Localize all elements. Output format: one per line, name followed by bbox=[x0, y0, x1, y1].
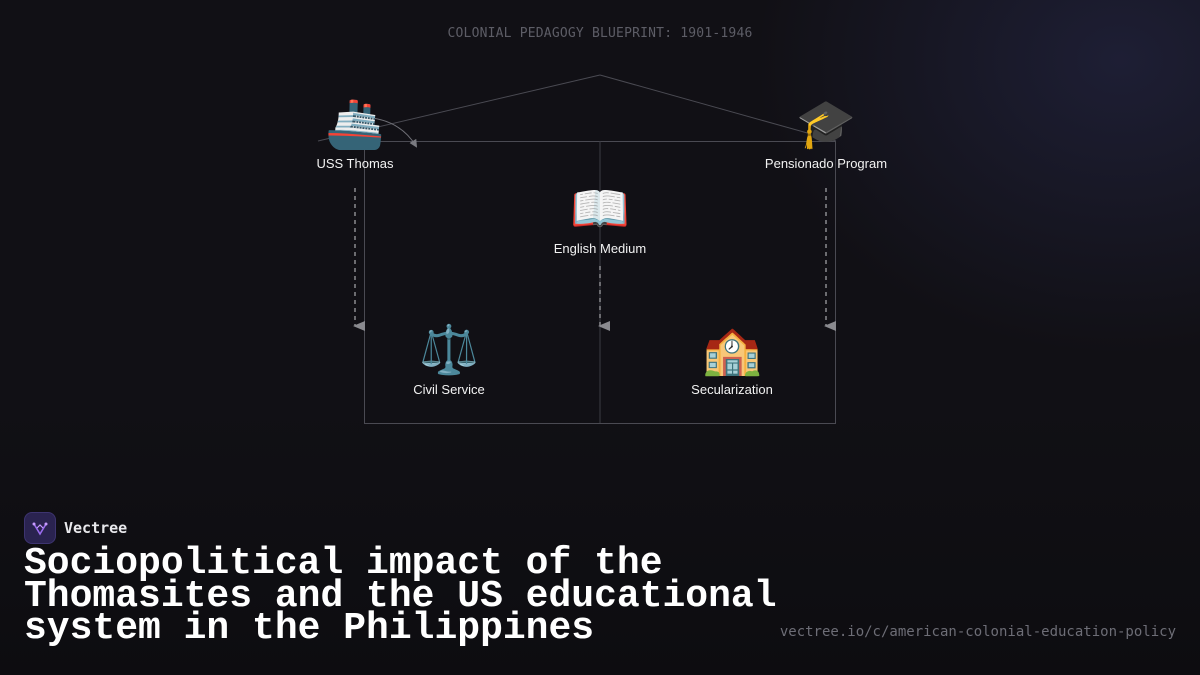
open-book-icon: 📖 bbox=[570, 181, 630, 237]
diagram-title: COLONIAL PEDAGOGY BLUEPRINT: 1901-1946 bbox=[447, 26, 753, 41]
node-label: English Medium bbox=[553, 241, 647, 256]
node-uss-thomas: 🚢 USS Thomas bbox=[265, 96, 445, 171]
node-label: USS Thomas bbox=[316, 156, 394, 171]
node-pensionado-program: 🎓 Pensionado Program bbox=[736, 96, 916, 171]
brand-name: Vectree bbox=[64, 519, 128, 537]
graduation-cap-icon: 🎓 bbox=[796, 96, 856, 152]
vectree-logo-icon bbox=[24, 512, 56, 544]
node-secularization: 🏫 Secularization bbox=[642, 322, 822, 397]
source-url[interactable]: vectree.io/c/american-colonial-education… bbox=[779, 624, 1176, 640]
ship-icon: 🚢 bbox=[325, 96, 385, 152]
scales-icon: ⚖️ bbox=[419, 322, 479, 378]
page-title: Sociopolitical impact of the Thomasites … bbox=[24, 542, 777, 650]
roof-right-line bbox=[599, 74, 837, 142]
node-civil-service: ⚖️ Civil Service bbox=[359, 322, 539, 397]
ship-curve-arrow bbox=[344, 116, 418, 148]
roof-left-line bbox=[317, 74, 601, 142]
node-label: Civil Service bbox=[413, 382, 485, 397]
school-icon: 🏫 bbox=[702, 322, 762, 378]
node-label: Pensionado Program bbox=[764, 156, 888, 171]
node-label: Secularization bbox=[691, 382, 773, 397]
brand[interactable]: Vectree bbox=[24, 512, 127, 544]
node-english-medium: 📖 English Medium bbox=[510, 181, 690, 256]
